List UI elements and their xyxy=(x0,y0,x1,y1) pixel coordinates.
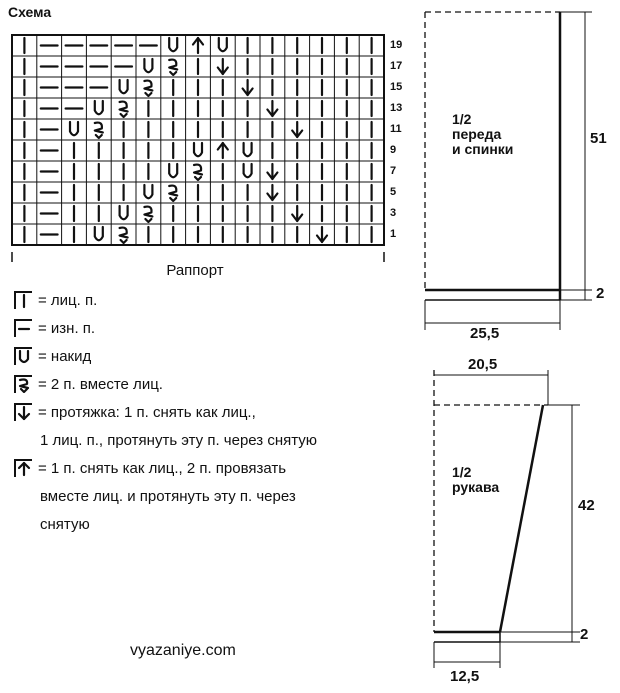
legend-k2tog-icon xyxy=(14,375,32,393)
stitch-cell-yo xyxy=(93,225,104,242)
stitch-cell-k2tog xyxy=(168,184,179,203)
legend-item-k2tog: = 2 п. вместе лиц. xyxy=(14,375,163,393)
body-label-fraction: 1/2 xyxy=(452,111,472,127)
stitch-cell-k2tog xyxy=(118,100,129,119)
stitch-cell-k2tog xyxy=(168,58,179,77)
sleeve-schematic xyxy=(433,370,580,668)
stitch-cell-k2tog xyxy=(93,121,104,140)
sleeve-label-name: рукава xyxy=(452,479,500,495)
body-label-front: переда xyxy=(452,126,502,142)
legend-text-cont: вместе лиц. и протянуть эту п. через xyxy=(40,488,296,505)
row-number: 15 xyxy=(390,81,403,93)
legend-sk2p-icon xyxy=(14,459,32,477)
sleeve-top-width-dim: 20,5 xyxy=(468,356,498,373)
sleeve-label-fraction: 1/2 xyxy=(452,464,472,480)
legend-text-cont: снятую xyxy=(40,516,90,533)
body-label-back: и спинки xyxy=(452,141,514,157)
legend-item-sk2p: = 1 п. снять как лиц., 2 п. провязать xyxy=(14,459,286,477)
stitch-cell-yo xyxy=(93,99,104,116)
legend-purl-icon xyxy=(14,319,32,337)
legend-text: = протяжка: 1 п. снять как лиц., xyxy=(38,403,256,421)
legend-knit-icon xyxy=(14,291,32,309)
site-watermark: vyazaniye.com xyxy=(130,642,236,659)
stitch-cell-skp xyxy=(261,183,284,202)
stitch-cell-yo xyxy=(242,162,253,179)
legend-text: = изн. п. xyxy=(38,319,96,337)
legend-text: = лиц. п. xyxy=(38,291,98,309)
row-number: 3 xyxy=(390,207,397,219)
legend-yo-icon xyxy=(14,347,32,365)
body-band-dim: 2 xyxy=(596,285,605,302)
row-number: 1 xyxy=(390,228,397,240)
sleeve-label: 1/2 рукава xyxy=(452,465,499,495)
row-number: 5 xyxy=(390,186,397,198)
row-number: 11 xyxy=(390,123,402,135)
row-number: 9 xyxy=(390,144,397,156)
stitch-cell-yo xyxy=(118,78,129,95)
body-height-dim: 51 xyxy=(590,130,607,147)
stitch-cell-sk2p xyxy=(216,141,229,160)
stitch-cell-yo xyxy=(168,162,179,179)
legend-item-yo: = накид xyxy=(14,347,91,365)
stitch-cell-yo xyxy=(168,36,179,53)
stitch-cell-skp xyxy=(261,162,284,181)
body-schematic xyxy=(424,11,592,330)
body-label: 1/2 переда и спинки xyxy=(452,112,513,157)
stitch-cell-yo xyxy=(143,183,154,200)
stitch-cell-skp xyxy=(236,78,259,97)
legend-skp-icon xyxy=(14,403,32,421)
stitch-cell-yo xyxy=(143,57,154,74)
stitch-cell-skp xyxy=(211,57,234,76)
stitch-cell-yo xyxy=(68,120,80,137)
stitch-cell-k2tog xyxy=(143,79,154,98)
sleeve-band-dim: 2 xyxy=(580,626,589,643)
sleeve-width-dim: 12,5 xyxy=(450,668,480,685)
legend-item-skp: = протяжка: 1 п. снять как лиц., xyxy=(14,403,256,421)
stitch-cell-k2tog xyxy=(192,163,204,182)
legend-text-cont: 1 лиц. п., протянуть эту п. через снятую xyxy=(40,432,318,449)
row-number: 13 xyxy=(390,102,403,114)
stitch-cell-yo xyxy=(192,141,204,158)
stitch-cell-yo xyxy=(242,141,253,158)
stitch-cell-skp xyxy=(286,120,309,139)
stitch-cell-yo xyxy=(217,36,228,53)
sleeve-height-dim: 42 xyxy=(578,497,595,514)
stitch-cell-skp xyxy=(311,225,333,244)
stitch-cell-yo xyxy=(118,204,129,221)
legend-text: = накид xyxy=(38,347,92,365)
row-number: 7 xyxy=(390,165,397,177)
row-number: 17 xyxy=(390,60,403,72)
stitch-cell-sk2p xyxy=(191,36,205,55)
row-number: 19 xyxy=(390,39,403,51)
body-width-dim: 25,5 xyxy=(470,325,500,342)
rapport-label: Раппорт xyxy=(166,262,224,279)
legend-text: = 1 п. снять как лиц., 2 п. провязать xyxy=(38,459,287,477)
stitch-cell-k2tog xyxy=(118,226,129,245)
stitch-cell-skp xyxy=(286,204,309,223)
stitch-chart xyxy=(11,34,385,246)
stitch-cell-k2tog xyxy=(143,205,154,224)
stitch-cell-skp xyxy=(261,99,284,118)
legend-item-knit: = лиц. п. xyxy=(14,291,97,309)
legend-item-purl: = изн. п. xyxy=(14,319,95,337)
legend-text: = 2 п. вместе лиц. xyxy=(38,375,163,393)
chart-title: Схема xyxy=(8,4,52,20)
